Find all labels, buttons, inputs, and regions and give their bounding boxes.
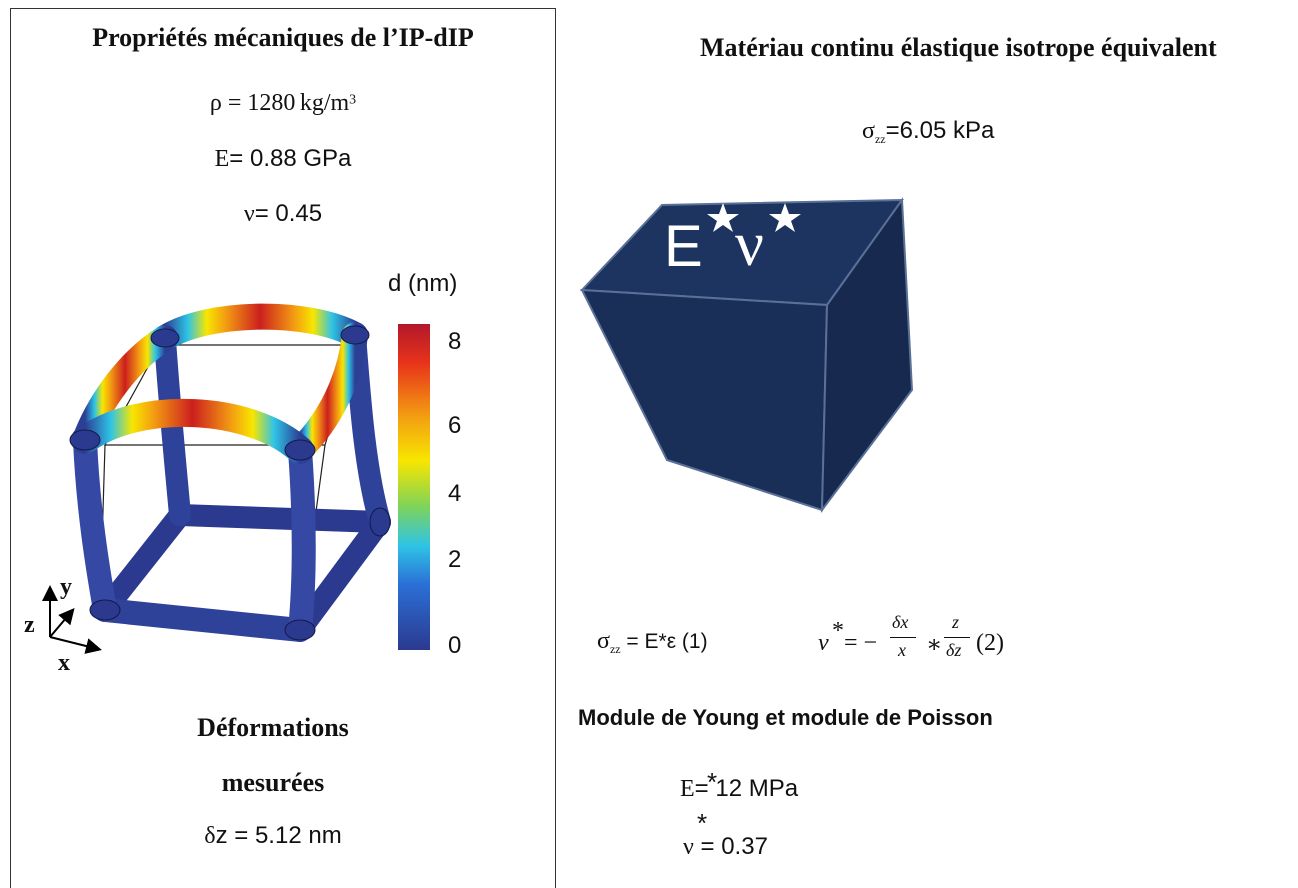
cube-side-face (820, 197, 914, 514)
eq1-rest: = E*ε (1) (620, 630, 708, 653)
colorbar-tick-6: 6 (448, 412, 462, 439)
density-line: ρ = 1280 kg/m3 (10, 90, 556, 117)
left-title: Propriétés mécaniques de l’IP-dIP (92, 23, 474, 52)
sigma-symbol: σ (862, 118, 875, 144)
eq2-frac1-den: x (898, 640, 906, 660)
rho-equals: = (221, 90, 248, 116)
cube-label-nu: ν (735, 208, 764, 279)
E-value: = 0.88 GPa (229, 145, 352, 172)
left-panel (10, 8, 556, 888)
delta-symbol: δ (204, 823, 216, 849)
E-star-line: E= 12 MPa (680, 775, 798, 803)
deformation-line: δz = 5.12 nm (10, 822, 536, 850)
E-star-symbol: E (680, 776, 695, 802)
eq2-number: (2) (976, 630, 1004, 656)
E-star-mark: * (707, 767, 718, 797)
deformed-cell-illustration (69, 303, 391, 642)
eq1-sigma: σ (597, 628, 610, 654)
axis-label-x: x (58, 650, 70, 676)
colorbar-tick-8: 8 (448, 328, 462, 355)
eq2-frac1-num: δx (892, 612, 909, 632)
rho-unit: kg/m (299, 90, 350, 116)
colorbar-tick-2: 2 (448, 546, 462, 573)
sigma-subscript: zz (874, 132, 886, 146)
axis-label-y: y (60, 574, 72, 600)
deformation-value: z = 5.12 nm (215, 822, 342, 849)
eq2-frac2-num: z (952, 612, 960, 632)
equivalent-cube (579, 197, 914, 514)
rho-exponent: 3 (349, 92, 357, 108)
nu-symbol: ν (243, 201, 255, 227)
young-modulus-line: E= 0.88 GPa (10, 145, 556, 173)
eq2-nu: v (818, 630, 829, 656)
cube-front-face (580, 288, 829, 512)
modules-title: Module de Young et module de Poisson (578, 705, 993, 730)
eq2-frac2-bar (944, 637, 970, 638)
joint-nodes (69, 325, 391, 641)
eq2-mult: ∗ (926, 632, 943, 658)
equation-1: σzz = E*ε (1) (597, 628, 708, 656)
nu-star-symbol: ν (683, 834, 694, 860)
E-symbol: E (214, 146, 230, 172)
rho-symbol: ρ (209, 90, 222, 116)
colorbar-label: d (nm) (388, 270, 458, 297)
colorbar (398, 324, 430, 650)
poisson-line: ν= 0.45 (10, 200, 556, 228)
E-star-value: = 12 MPa (694, 775, 799, 802)
deformations-title-2: mesurées (221, 768, 325, 797)
top-beams (71, 303, 368, 464)
sigma-load-line: σzz=6.05 kPa (862, 117, 995, 146)
deformations-title-1: Déformations (197, 713, 349, 742)
nu-value: = 0.45 (254, 200, 323, 227)
rho-value: 1280 (247, 90, 296, 116)
axis-label-z: z (24, 612, 35, 638)
sigma-value: =6.05 kPa (885, 117, 995, 144)
eq1-subscript: zz (609, 642, 621, 656)
star-icon (769, 203, 801, 232)
nu-star-mark: * (697, 808, 708, 838)
cube-label-E: E (664, 214, 703, 279)
star-icon (707, 203, 739, 232)
colorbar-tick-4: 4 (448, 480, 462, 507)
axes-triad (42, 585, 102, 654)
eq2-frac1-bar (890, 637, 916, 638)
eq2-frac2-den: δz (946, 640, 962, 660)
nu-star-value: = 0.37 (693, 833, 768, 860)
colorbar-tick-0: 0 (448, 632, 462, 659)
nu-star-line: ν = 0.37 (683, 833, 768, 861)
eq2-equals-minus: = − (844, 630, 878, 656)
eq2-star: * (832, 618, 844, 644)
right-title: Matériau continu élastique isotrope équi… (700, 33, 1217, 62)
